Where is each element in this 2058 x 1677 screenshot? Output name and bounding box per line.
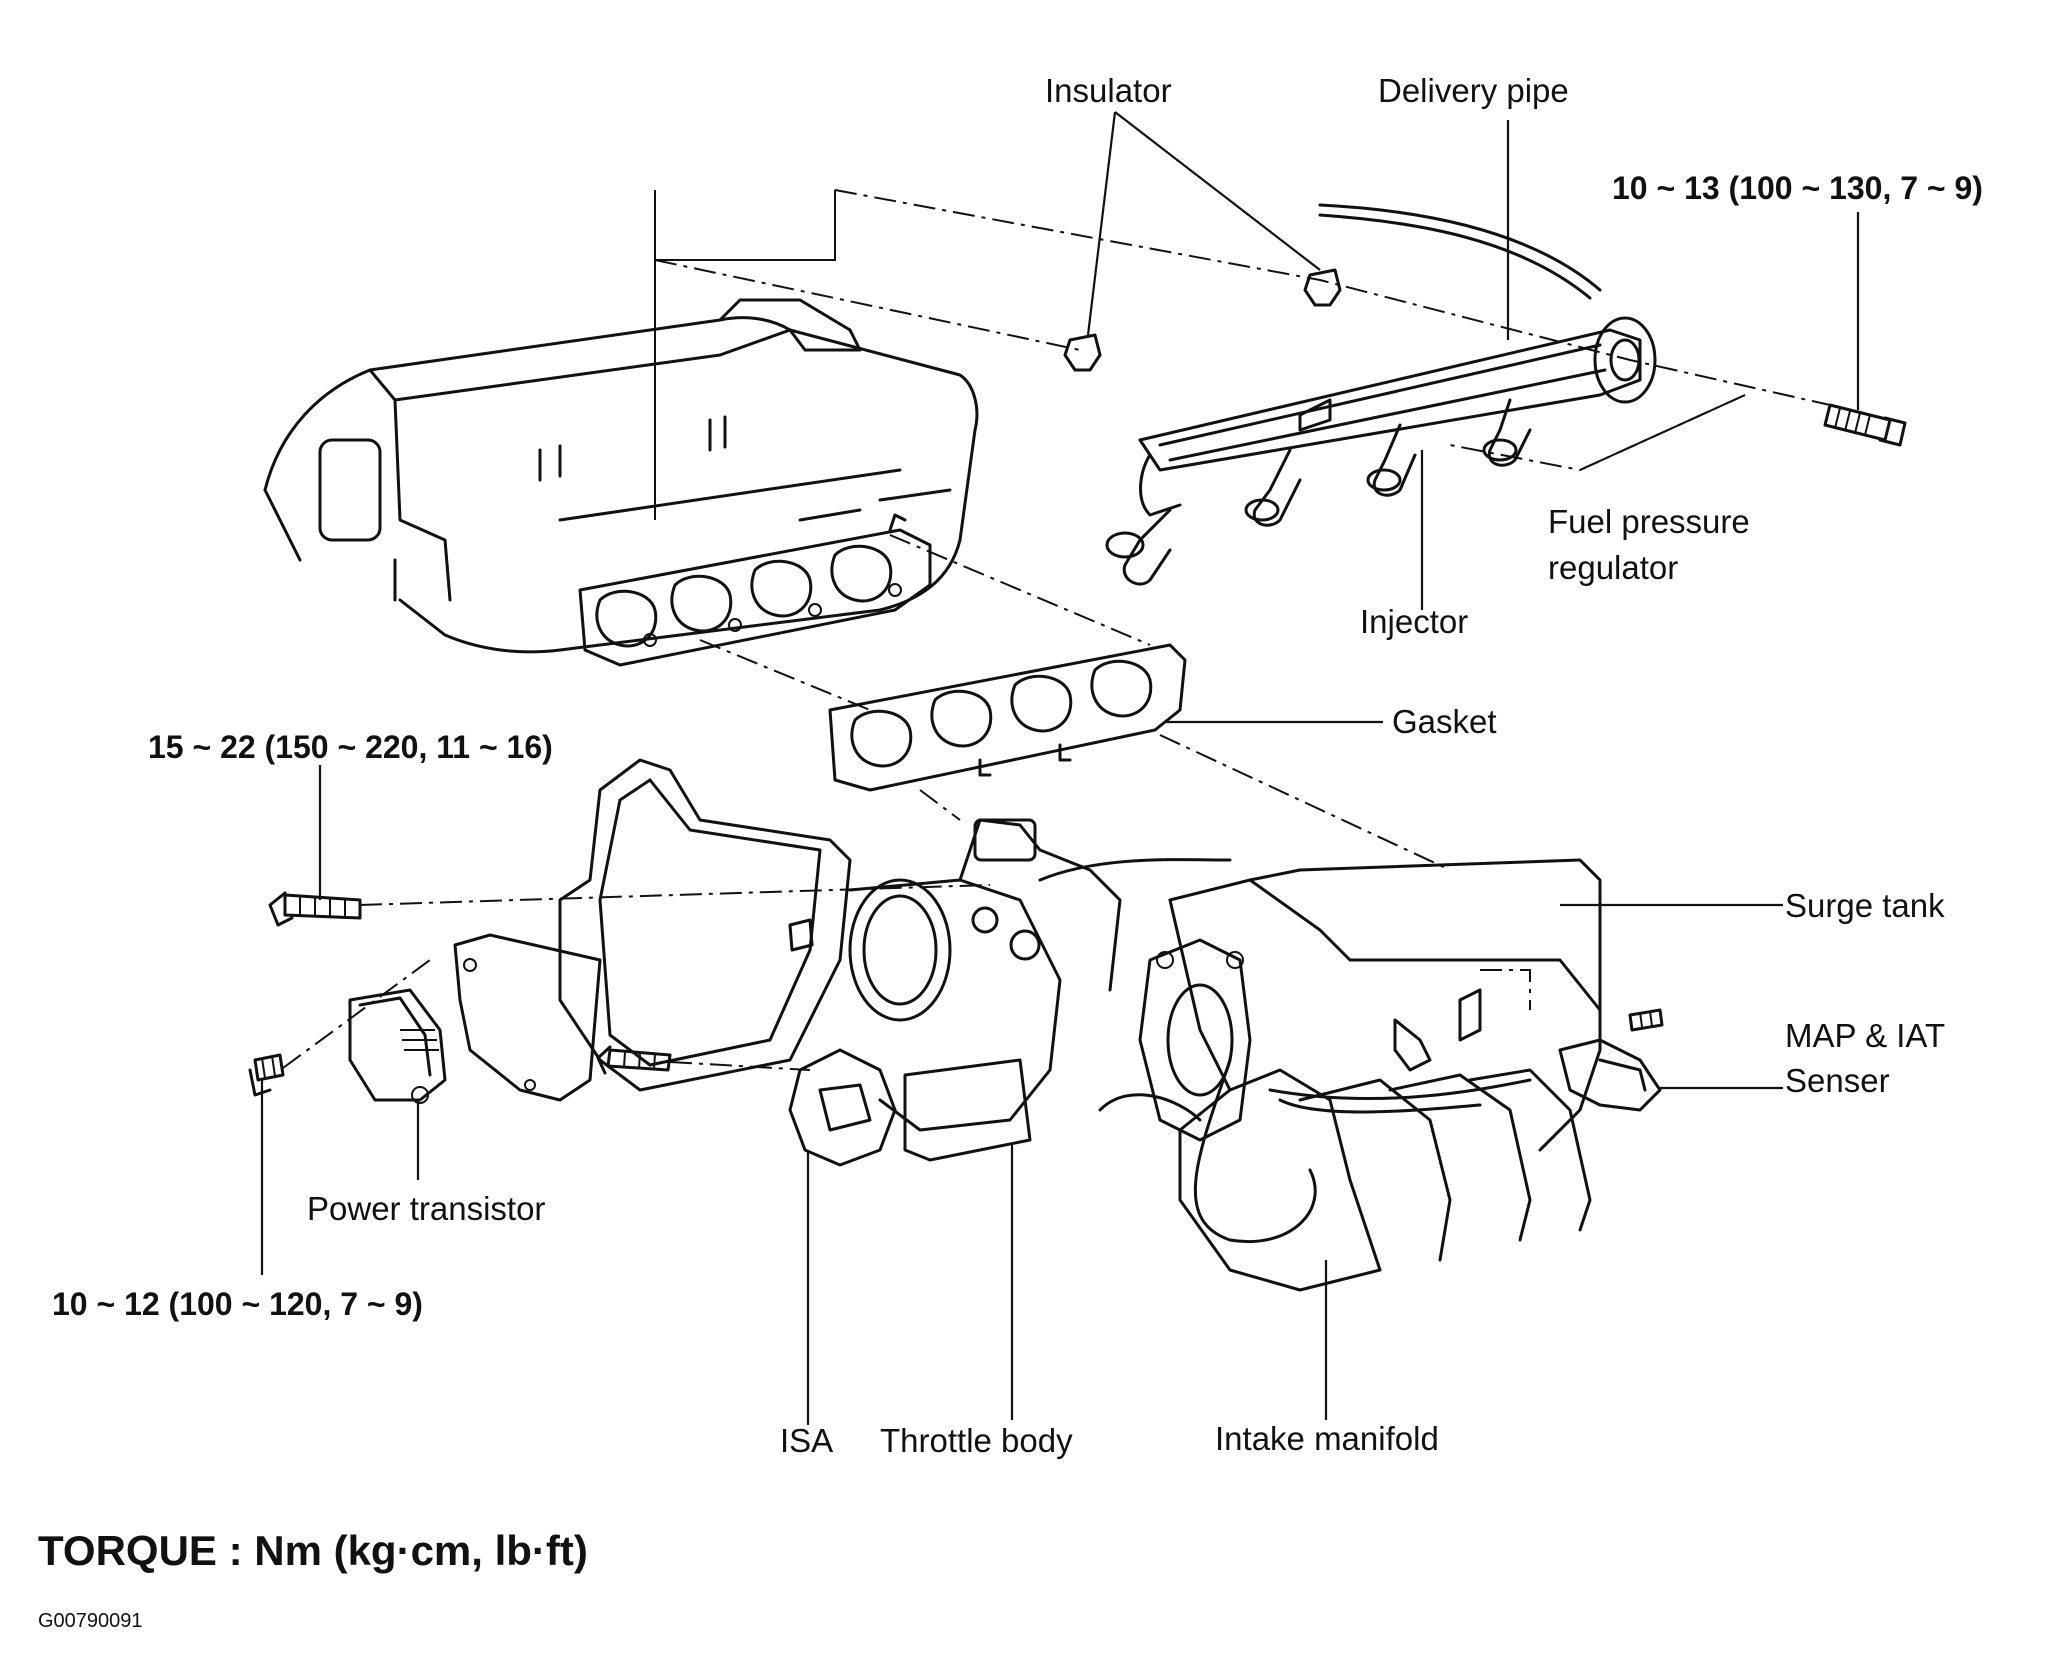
assembly-lines <box>282 189 1831 1071</box>
label-throttle-body: Throttle body <box>880 1422 1073 1459</box>
head-intake-flange <box>578 513 932 667</box>
label-map-iat-1: MAP & IAT <box>1785 1017 1946 1054</box>
label-intake-manifold: Intake manifold <box>1215 1420 1439 1457</box>
label-gasket: Gasket <box>1392 703 1497 740</box>
delivery-pipe-assembly <box>1105 203 1907 586</box>
label-surge-tank: Surge tank <box>1785 887 1945 924</box>
label-torque-delivery-pipe: 10 ~ 13 (100 ~ 130, 7 ~ 9) <box>1612 170 1983 206</box>
label-fuel-pressure-regulator-2: regulator <box>1548 549 1679 586</box>
label-fuel-pressure-regulator-1: Fuel pressure <box>1548 503 1750 540</box>
label-power-transistor: Power transistor <box>307 1190 546 1227</box>
label-injector: Injector <box>1360 603 1469 640</box>
label-torque-power-transistor: 10 ~ 12 (100 ~ 120, 7 ~ 9) <box>52 1286 423 1322</box>
power-transistor-part <box>248 988 447 1104</box>
label-insulator: Insulator <box>1045 72 1172 109</box>
insulators <box>1063 268 1342 372</box>
cylinder-head <box>263 298 979 654</box>
intake-manifold-part <box>1098 858 1664 1292</box>
label-delivery-pipe: Delivery pipe <box>1378 72 1569 109</box>
torque-units-heading: TORQUE : Nm (kg·cm, lb·ft) <box>38 1527 588 1574</box>
leader-lines <box>260 111 1860 1425</box>
throttle-body-assembly <box>268 758 1232 1167</box>
label-torque-throttle-body: 15 ~ 22 (150 ~ 220, 11 ~ 16) <box>148 729 553 765</box>
label-isa: ISA <box>780 1422 834 1459</box>
label-map-iat-2: Senser <box>1785 1062 1890 1099</box>
figure-code: G00790091 <box>38 1610 143 1632</box>
gasket-part <box>828 643 1187 792</box>
